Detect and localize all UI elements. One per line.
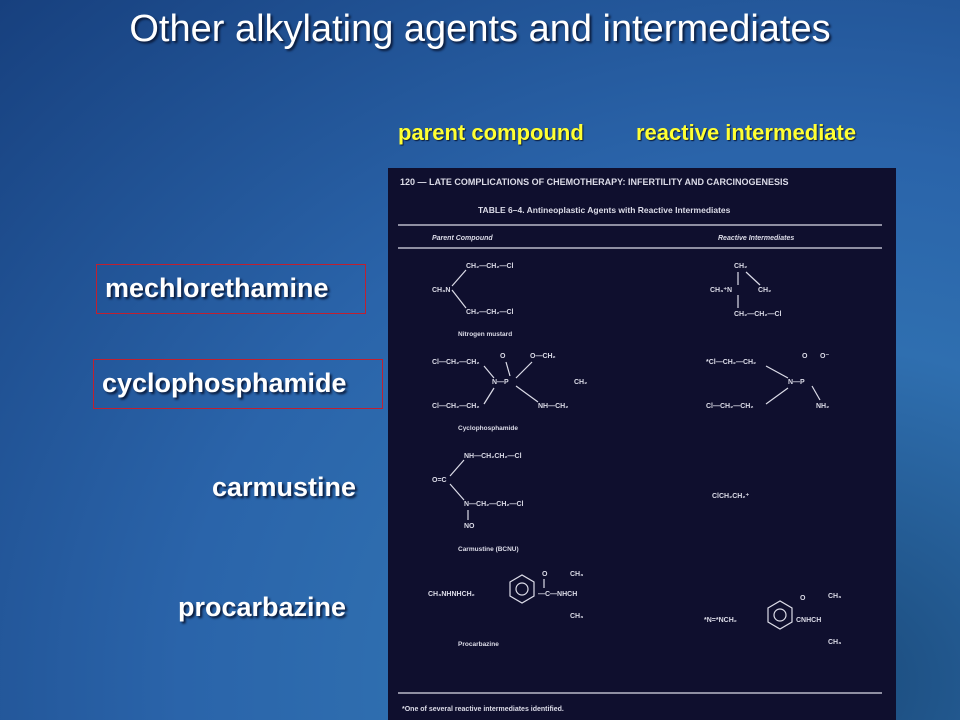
compound-name-procarbazine: Procarbazine: [458, 641, 499, 648]
header-reactive-intermediate: reactive intermediate: [636, 120, 857, 145]
svg-text:CH₂—CH₂—Cl: CH₂—CH₂—Cl: [466, 263, 513, 270]
structure-nitrogen-mustard: CH₂—CH₂—Cl CH₃N CH₂—CH₂—Cl: [432, 263, 513, 316]
svg-text:Cl—CH₂—CH₂: Cl—CH₂—CH₂: [706, 403, 753, 410]
table-footnote: *One of several reactive intermediates i…: [402, 706, 564, 713]
svg-text:Cl—CH₂—CH₂: Cl—CH₂—CH₂: [432, 403, 479, 410]
svg-text:N—CH₂—CH₂—Cl: N—CH₂—CH₂—Cl: [464, 501, 524, 508]
svg-text:CNHCH: CNHCH: [796, 617, 821, 624]
drug-carmustine: carmustine: [212, 472, 357, 502]
svg-text:*N=*NCH₂: *N=*NCH₂: [704, 617, 737, 624]
svg-text:O: O: [800, 595, 806, 602]
svg-text:—C—NHCH: —C—NHCH: [538, 591, 577, 598]
compound-name-cyclophosphamide: Cyclophosphamide: [458, 425, 518, 432]
svg-text:N—P: N—P: [788, 379, 805, 386]
svg-text:NH—CH₂: NH—CH₂: [538, 403, 568, 410]
svg-text:CH₂—CH₂—Cl: CH₂—CH₂—Cl: [466, 309, 513, 316]
svg-text:CH₃: CH₃: [828, 593, 841, 600]
svg-text:O—CH₂: O—CH₂: [530, 353, 556, 360]
structure-procarbazine: CH₃NHNHCH₂ —C—NHCH O CH₃ CH₃: [428, 571, 583, 620]
structure-carmustine: NH—CH₂CH₂—Cl O=C N—CH₂—CH₂—Cl NO: [432, 453, 524, 530]
svg-text:CH₃: CH₃: [570, 571, 583, 578]
svg-text:CH₃N: CH₃N: [432, 287, 450, 294]
svg-text:CH₃⁺N: CH₃⁺N: [710, 287, 732, 294]
drug-cyclophosphamide: cyclophosphamide: [93, 359, 383, 409]
compound-name-nitrogen-mustard: Nitrogen mustard: [458, 331, 512, 338]
structure-cyclophosphamide: Cl—CH₂—CH₂ O O—CH₂ N—P CH₂ Cl—CH₂—CH₂ NH…: [432, 353, 587, 410]
table-page-header: 120 — LATE COMPLICATIONS OF CHEMOTHERAPY…: [400, 177, 789, 187]
svg-text:CH₂—CH₂—Cl: CH₂—CH₂—Cl: [734, 311, 781, 318]
svg-text:NH—CH₂CH₂—Cl: NH—CH₂CH₂—Cl: [464, 453, 522, 460]
svg-text:NO: NO: [464, 523, 475, 530]
svg-text:Cl—CH₂—CH₂: Cl—CH₂—CH₂: [432, 359, 479, 366]
svg-text:CH₃NHNHCH₂: CH₃NHNHCH₂: [428, 591, 475, 598]
svg-text:O: O: [500, 353, 506, 360]
svg-text:CH₂: CH₂: [734, 263, 747, 270]
col-header-reactive: Reactive Intermediates: [718, 235, 794, 242]
svg-text:O: O: [542, 571, 548, 578]
svg-text:CH₂: CH₂: [574, 379, 587, 386]
svg-text:NH₂: NH₂: [816, 403, 829, 410]
compound-name-carmustine: Carmustine (BCNU): [458, 546, 519, 553]
svg-text:CH₃: CH₃: [828, 639, 841, 646]
svg-text:CH₂: CH₂: [758, 287, 771, 294]
svg-text:CH₃: CH₃: [570, 613, 583, 620]
structure-phosphoramide-mustard: *Cl—CH₂—CH₂ O O⁻ N—P Cl—CH₂—CH₂ NH₂: [706, 353, 829, 410]
structure-chloroethyl-cation: ClCH₂CH₂⁺: [712, 493, 749, 500]
table-caption: TABLE 6–4. Antineoplastic Agents with Re…: [478, 205, 731, 215]
svg-text:N—P: N—P: [492, 379, 509, 386]
drug-mechlorethamine: mechlorethamine: [96, 264, 366, 314]
svg-text:*Cl—CH₂—CH₂: *Cl—CH₂—CH₂: [706, 359, 756, 366]
col-header-parent: Parent Compound: [432, 235, 493, 242]
structure-aziridinium: CH₂ CH₃⁺N CH₂ CH₂—CH₂—Cl: [710, 263, 781, 318]
svg-text:O⁻: O⁻: [820, 353, 829, 360]
drug-procarbazine: procarbazine: [178, 592, 347, 622]
scanned-table-image: 120 — LATE COMPLICATIONS OF CHEMOTHERAPY…: [388, 168, 896, 720]
structure-procarbazine-intermediate: *N=*NCH₂ CNHCH O CH₃ CH₃: [704, 593, 841, 646]
svg-text:O=C: O=C: [432, 477, 447, 484]
header-parent-compound: parent compound: [398, 120, 584, 145]
slide-title: Other alkylating agents and intermediate…: [129, 8, 831, 50]
svg-text:O: O: [802, 353, 808, 360]
